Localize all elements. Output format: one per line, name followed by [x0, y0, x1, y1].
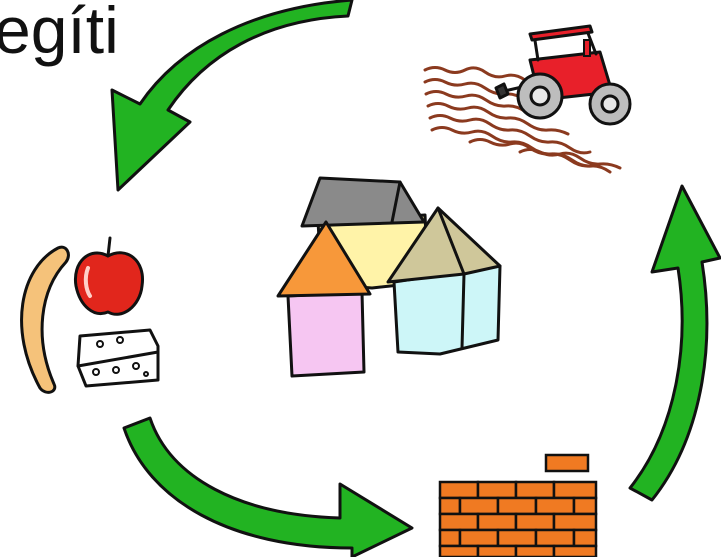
bricks-icon — [438, 453, 598, 557]
apple — [73, 251, 144, 316]
partial-title: egíti — [0, 0, 119, 67]
arrow-food-to-bricks — [122, 416, 414, 557]
arrow-top-to-food — [110, 0, 354, 192]
tractor-icon — [423, 24, 632, 174]
field-furrows — [423, 66, 622, 174]
houses-icon — [276, 176, 502, 378]
arrow-bricks-to-field — [628, 184, 721, 502]
croissant — [20, 245, 70, 394]
house-left-roof — [276, 220, 372, 298]
house-back-roof — [300, 176, 426, 228]
food-icon — [20, 236, 160, 394]
house-left-wall — [286, 290, 366, 378]
cycle-arrow-icon — [110, 0, 721, 557]
